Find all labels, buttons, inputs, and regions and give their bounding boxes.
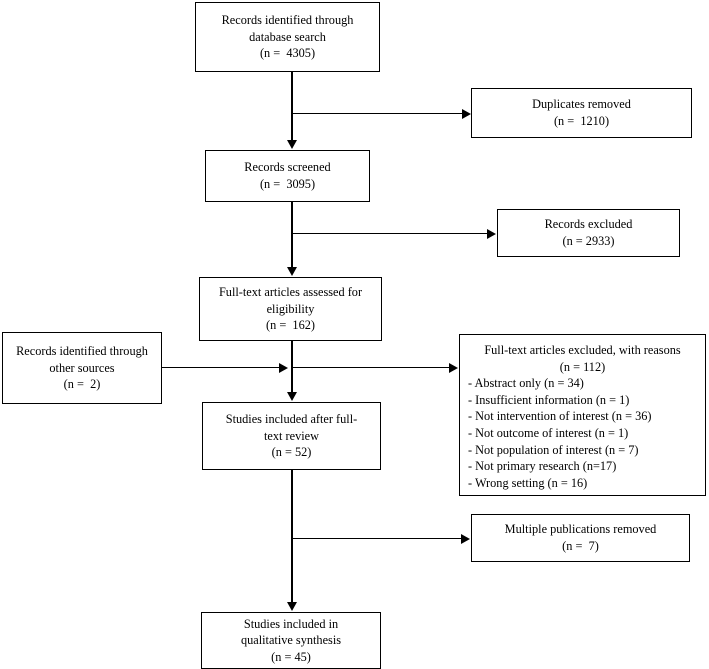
records-excluded-label: Records excluded bbox=[544, 217, 633, 232]
multiple-publications-label: Multiple publications removed bbox=[504, 522, 657, 537]
arrowhead-to-records-screened bbox=[286, 140, 297, 149]
included-after-fulltext-line1: Studies included after full- bbox=[225, 412, 358, 427]
exclusion-reason: - Not population of interest (n = 7) bbox=[468, 442, 639, 457]
duplicates-removed-count: (n = 1210) bbox=[553, 114, 610, 128]
records-identified-other-line1: Records identified through bbox=[16, 344, 148, 359]
records-identified-database-count: (n = 4305) bbox=[259, 46, 316, 61]
arrowhead-to-multiple-publications-removed bbox=[461, 534, 470, 544]
duplicates-removed-label: Duplicates removed bbox=[532, 97, 631, 112]
arrowhead-to-fulltext-excluded bbox=[449, 363, 458, 373]
included-qualitative-line2: qualitative synthesis bbox=[240, 633, 342, 648]
records-identified-database-line2: database search bbox=[249, 29, 326, 44]
box-records-identified-other-sources: Records identified through other sources… bbox=[2, 332, 162, 404]
records-screened-label: Records screened bbox=[244, 160, 331, 175]
connector-branch-records-excluded bbox=[291, 233, 491, 235]
connector-screened-to-fulltext bbox=[291, 202, 293, 269]
arrowhead-to-records-excluded bbox=[487, 229, 496, 239]
arrowhead-to-duplicates-removed bbox=[462, 109, 471, 119]
connector-screen-branch-duplicates bbox=[291, 113, 466, 115]
box-studies-included-after-fulltext: Studies included after full- text review… bbox=[202, 402, 381, 470]
box-multiple-publications-removed: Multiple publications removed (n = 7) bbox=[471, 514, 690, 562]
exclusion-reason: - Insufficient information (n = 1) bbox=[468, 392, 630, 407]
records-identified-other-line2: other sources bbox=[49, 360, 115, 375]
connector-branch-multiple-publications bbox=[291, 538, 465, 540]
connector-branch-fulltext-excluded bbox=[291, 367, 453, 369]
connector-identified-to-screened bbox=[291, 72, 293, 142]
multiple-publications-count: (n = 7) bbox=[562, 539, 599, 553]
fulltext-excluded-header: Full-text articles excluded, with reason… bbox=[484, 343, 681, 357]
records-screened-count: (n = 3095) bbox=[259, 177, 316, 191]
records-identified-other-count: (n = 2) bbox=[63, 377, 101, 392]
fulltext-assessed-count: (n = 162) bbox=[266, 318, 315, 333]
included-qualitative-line1: Studies included in bbox=[243, 616, 339, 631]
exclusion-reason: - Not intervention of interest (n = 36) bbox=[468, 409, 652, 424]
arrowhead-to-fulltext-assessed bbox=[286, 267, 297, 276]
included-after-fulltext-line2: text review bbox=[264, 428, 319, 443]
arrowhead-to-included-after-fulltext bbox=[286, 392, 297, 401]
exclusion-reason: - Not outcome of interest (n = 1) bbox=[468, 425, 629, 440]
box-records-identified-database: Records identified through database sear… bbox=[195, 2, 380, 72]
box-fulltext-articles-assessed: Full-text articles assessed for eligibil… bbox=[199, 277, 382, 341]
fulltext-assessed-line1: Full-text articles assessed for bbox=[218, 285, 363, 300]
records-identified-database-line1: Records identified through bbox=[221, 13, 354, 28]
box-studies-included-qualitative: Studies included in qualitative synthesi… bbox=[201, 612, 381, 669]
exclusion-reason: - Abstract only (n = 34) bbox=[468, 376, 584, 391]
box-duplicates-removed: Duplicates removed (n = 1210) bbox=[471, 88, 692, 138]
arrowhead-other-sources-merge bbox=[279, 363, 288, 373]
fulltext-excluded-count: (n = 112) bbox=[559, 359, 606, 374]
exclusion-reason: - Wrong setting (n = 16) bbox=[468, 475, 588, 490]
fulltext-assessed-line2: eligibility bbox=[266, 301, 315, 316]
arrowhead-to-qualitative-synthesis bbox=[286, 602, 297, 611]
box-fulltext-articles-excluded: Full-text articles excluded, with reason… bbox=[459, 334, 706, 496]
box-records-screened: Records screened (n = 3095) bbox=[205, 150, 370, 202]
connector-other-sources-to-trunk bbox=[162, 367, 282, 369]
box-records-excluded: Records excluded (n = 2933) bbox=[497, 209, 680, 257]
included-qualitative-count: (n = 45) bbox=[271, 649, 311, 664]
exclusion-reason: - Not primary research (n=17) bbox=[468, 459, 617, 474]
connector-included-to-qualitative bbox=[291, 470, 293, 604]
included-after-fulltext-count: (n = 52) bbox=[271, 445, 312, 460]
records-excluded-count: (n = 2933) bbox=[562, 234, 615, 248]
